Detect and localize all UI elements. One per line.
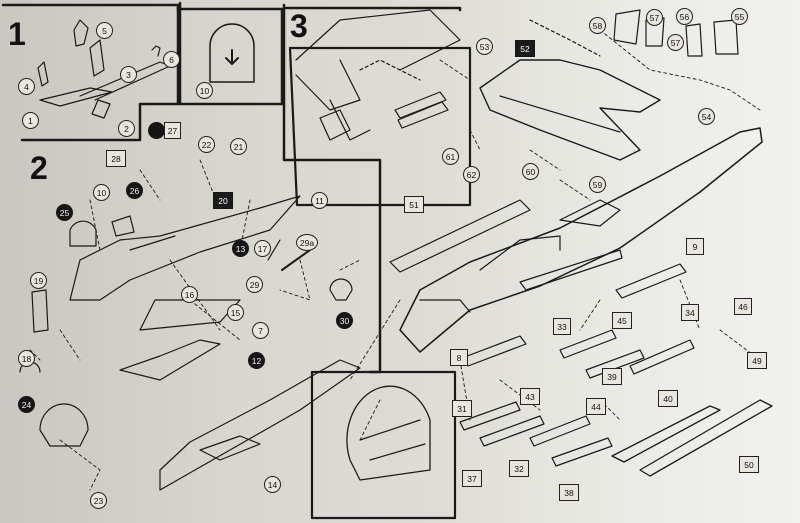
part-callout-31: 31 [452, 400, 472, 417]
part-callout-10a: 10 [196, 82, 213, 99]
part-callout-45: 45 [612, 312, 632, 329]
part-callout-26: 26 [126, 182, 143, 199]
part-callout-46: 46 [734, 298, 752, 315]
top-fragment-text: resin [70, 0, 83, 2]
part-callout-20: 20 [213, 192, 233, 209]
part-callout-25: 25 [56, 204, 73, 221]
part-callout-19: 19 [30, 272, 47, 289]
canopy-inset-border [310, 370, 457, 520]
part-callout-22: 22 [198, 136, 215, 153]
part-callout-18: 18 [18, 350, 35, 367]
part-callout-27: 27 [164, 122, 181, 139]
part-callout-4: 4 [18, 78, 35, 95]
part-callout-10b: 10 [93, 184, 110, 201]
part-callout-6: 6 [163, 51, 180, 68]
part-callout-16: 16 [181, 286, 198, 303]
part-callout-50: 50 [739, 456, 759, 473]
part-callout-38: 38 [559, 484, 579, 501]
part-callout-34: 34 [681, 304, 699, 321]
part-callout-51: 51 [404, 196, 424, 213]
part-callout-39: 39 [602, 368, 622, 385]
part-callout-57: 57 [646, 9, 663, 26]
cannon-inset-border [288, 46, 472, 207]
part-callout-29a: 29a [296, 234, 318, 251]
part-callout-55: 55 [731, 8, 748, 25]
part-callout-58: 58 [589, 17, 606, 34]
part-callout-17: 17 [254, 240, 271, 257]
part-callout-54: 54 [698, 108, 715, 125]
part-callout-44: 44 [586, 398, 606, 415]
step1-border [20, 3, 180, 142]
fuselage-outline [399, 127, 763, 353]
part-callout-1: 1 [22, 112, 39, 129]
part-callout-49: 49 [747, 352, 767, 369]
part-callout-56: 56 [676, 8, 693, 25]
step-1-number: 1 [8, 16, 26, 52]
inset-panel-border [178, 7, 284, 106]
part-callout-29: 29 [246, 276, 263, 293]
part-callout-9: 9 [686, 238, 704, 255]
part-callout-59: 59 [589, 176, 606, 193]
panel-border-top [1, 3, 180, 12]
part-callout-5: 5 [96, 22, 113, 39]
part-callout-61: 61 [442, 148, 459, 165]
part-callout-28: 28 [106, 150, 126, 167]
wing-outline [479, 59, 661, 161]
part-callout-53: 53 [476, 38, 493, 55]
step-3-number: 3 [290, 8, 308, 44]
part-callout-8: 8 [450, 349, 468, 366]
part-callout-3: 3 [120, 66, 137, 83]
part-callout-32: 32 [509, 460, 529, 477]
part-callout-57b: 57 [667, 34, 684, 51]
part-callout-30: 30 [336, 312, 353, 329]
part-callout-62: 62 [463, 166, 480, 183]
part-callout-43: 43 [520, 388, 540, 405]
step-2-number: 2 [30, 150, 48, 186]
part-callout-15: 15 [227, 304, 244, 321]
part-callout-14: 14 [264, 476, 281, 493]
part-marker-black [148, 122, 165, 139]
part-callout-12: 12 [248, 352, 265, 369]
step3-border [282, 3, 382, 374]
part-callout-2: 2 [118, 120, 135, 137]
part-callout-52: 52 [515, 40, 535, 57]
part-callout-40: 40 [658, 390, 678, 407]
part-callout-33: 33 [553, 318, 571, 335]
part-callout-60: 60 [522, 163, 539, 180]
part-callout-24: 24 [18, 396, 35, 413]
part-callout-13: 13 [232, 240, 249, 257]
part-callout-23: 23 [90, 492, 107, 509]
part-callout-37: 37 [462, 470, 482, 487]
part-callout-11: 11 [311, 192, 328, 209]
part-callout-21: 21 [230, 138, 247, 155]
part-callout-7: 7 [252, 322, 269, 339]
